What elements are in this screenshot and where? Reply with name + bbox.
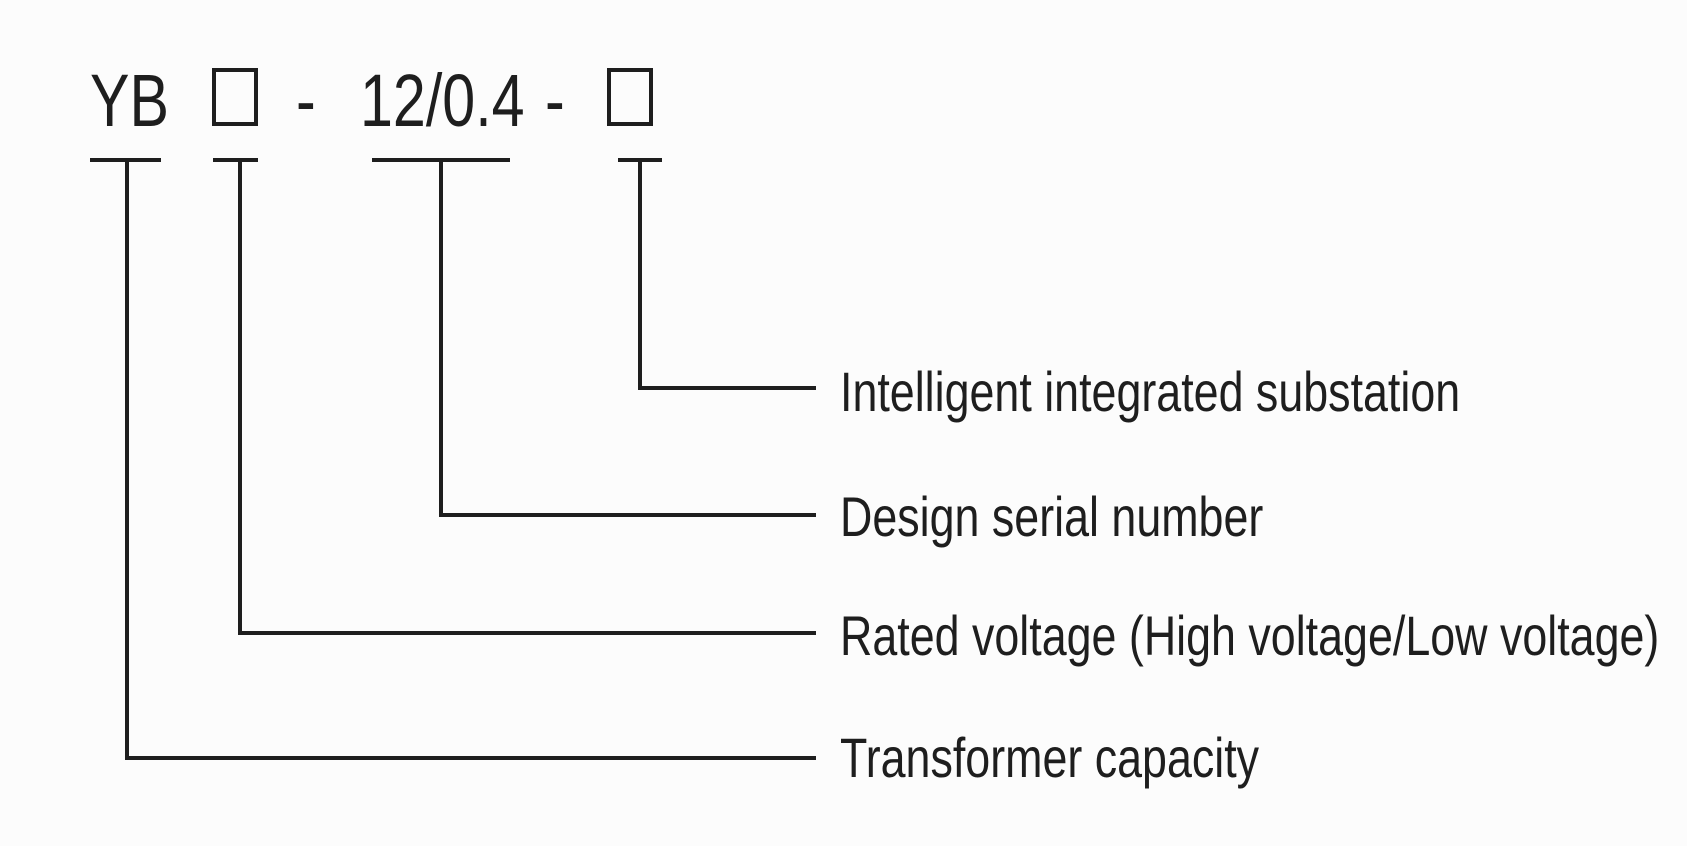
callout-label-transformer-capacity: Transformer capacity [840, 726, 1260, 789]
callout-vline-2 [439, 160, 443, 517]
callout-hline-2 [439, 513, 816, 517]
callout-vline-4 [125, 160, 129, 760]
callout-vline-3 [238, 160, 242, 635]
code-separator-2: - [545, 59, 565, 142]
callout-label-rated-voltage: Rated voltage (High voltage/Low voltage) [840, 604, 1660, 667]
code-serial: 12/0.4 [360, 59, 525, 142]
placeholder-box-voltage [212, 68, 258, 126]
callout-label-design-serial-number: Design serial number [840, 485, 1264, 548]
code-separator-1: - [296, 59, 316, 142]
tick-box-1 [213, 158, 258, 162]
callout-hline-4 [125, 756, 816, 760]
callout-hline-3 [238, 631, 816, 635]
callout-vline-1 [638, 160, 642, 390]
callout-label-intelligent-integrated-substation: Intelligent integrated substation [840, 360, 1461, 423]
placeholder-box-capacity [607, 68, 653, 126]
callout-hline-1 [638, 386, 816, 390]
code-prefix: YB [90, 59, 169, 142]
